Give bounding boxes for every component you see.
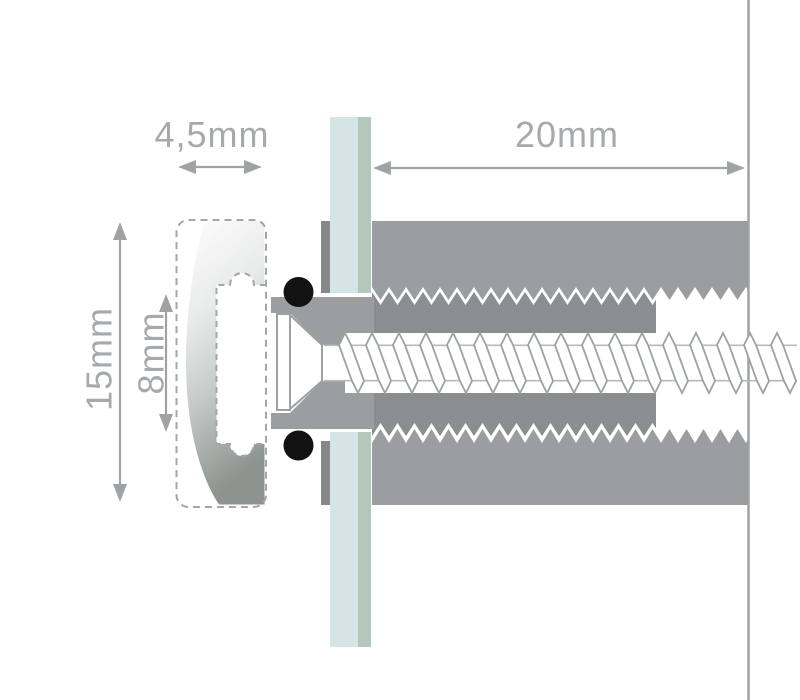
o-ring-top [283,277,314,307]
cap [175,219,267,508]
arrow-left-icon [373,161,391,175]
arrow-up-icon [113,222,127,240]
standoff-barrel [372,221,748,505]
screw-head-face [276,313,291,411]
glass-lower-edge [358,432,371,647]
glass-lower [330,432,358,647]
collar-strip [321,221,330,505]
arrow-up-icon [159,294,173,312]
sleeve-top [372,305,656,333]
dim-bore-label: 8mm [131,312,172,395]
arrow-down-icon [113,484,127,502]
arrow-left-icon [178,160,196,174]
glass-panel [330,117,371,647]
arrow-right-icon [244,160,262,174]
dim-wall-gap-label: 20mm [515,114,619,155]
barrel-bottom [372,443,748,505]
barrel-neck [271,297,374,429]
cap-outline-dashed [175,219,267,508]
arrow-right-icon [727,161,745,175]
dim-wall-gap: 20mm [373,114,745,175]
cap-cavity-dashed [215,272,266,457]
screw-threads [338,332,797,394]
glass-upper [330,117,358,293]
sleeve-bottom-teeth [372,423,656,436]
dim-bore: 8mm [131,294,173,432]
dim-cap-height: 15mm [79,222,127,502]
dim-cap-depth-label: 4,5mm [154,114,269,155]
barrel-sleeve [372,292,656,436]
cap-chrome-shell [186,221,265,505]
screw-head [276,312,323,412]
sleeve-bottom [372,393,656,423]
dim-cap-height-label: 15mm [79,307,120,411]
barrel-top [372,221,748,287]
o-ring-bottom [283,430,314,461]
glass-upper-edge [358,117,371,293]
sleeve-top-teeth [372,292,656,305]
dim-cap-depth: 4,5mm [154,114,269,174]
arrow-down-icon [159,414,173,432]
